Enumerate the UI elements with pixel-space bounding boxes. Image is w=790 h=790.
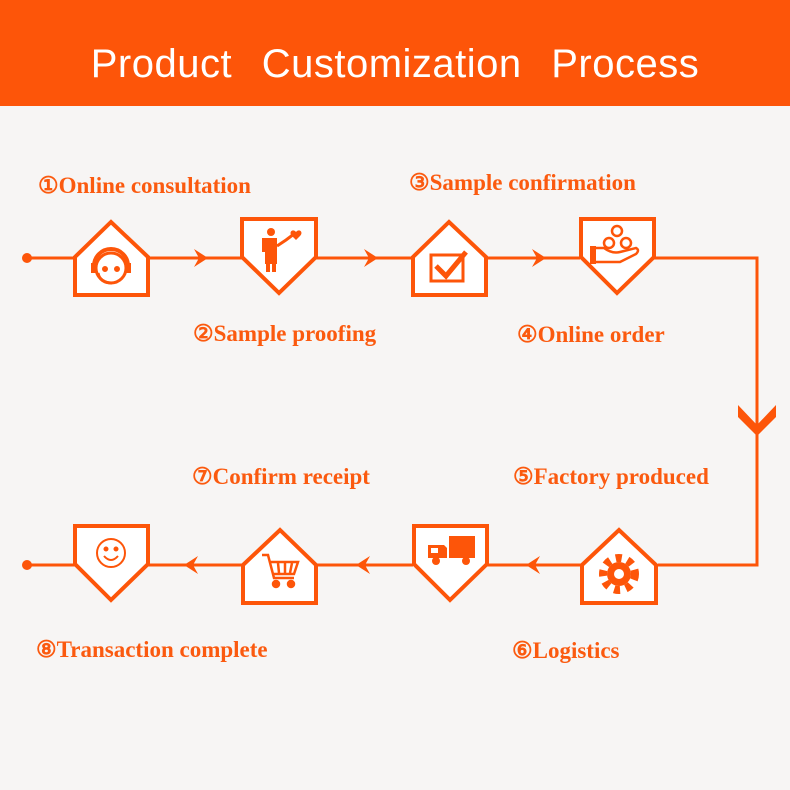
step-3-house [411,219,488,297]
checkbox-icon [429,250,468,283]
step-4-label: ④Online order [517,322,665,347]
step-6-label: ⑥Logistics [512,638,620,663]
arrow-left-icon [526,556,540,574]
title-banner [0,0,790,106]
flow-start-dot [22,253,32,263]
step-3-label: ③Sample confirmation [409,170,636,195]
headset-support-icon [91,247,131,285]
shopping-cart-icon [262,553,300,589]
step-5-label: ⑤Factory produced [513,464,709,489]
gear-icon [599,554,639,594]
step-7-label: ⑦Confirm receipt [192,464,370,489]
arrow-left-icon [184,556,198,574]
flow-end-dot [22,560,32,570]
arrow-right-icon [532,249,546,267]
arrow-left-icon [356,556,370,574]
step-2-house [240,217,318,296]
delivery-truck-icon [428,536,475,565]
step-2-label: ②Sample proofing [193,321,377,346]
flow-line-4-5 [654,256,759,567]
step-4-house [579,217,656,296]
arrow-down-icon [738,405,776,436]
arrow-right-icon [364,249,378,267]
presenter-heart-icon [262,228,302,272]
page-title: Product Customization Process [90,42,700,86]
arrow-right-icon [194,249,208,267]
step-1-label: ①Online consultation [38,173,251,198]
step-1-house [73,219,150,297]
smiley-face-icon [96,538,126,568]
step-8-label: ⑧Transaction complete [36,637,268,662]
hand-coins-icon [590,224,640,264]
step-8-house [73,524,150,603]
